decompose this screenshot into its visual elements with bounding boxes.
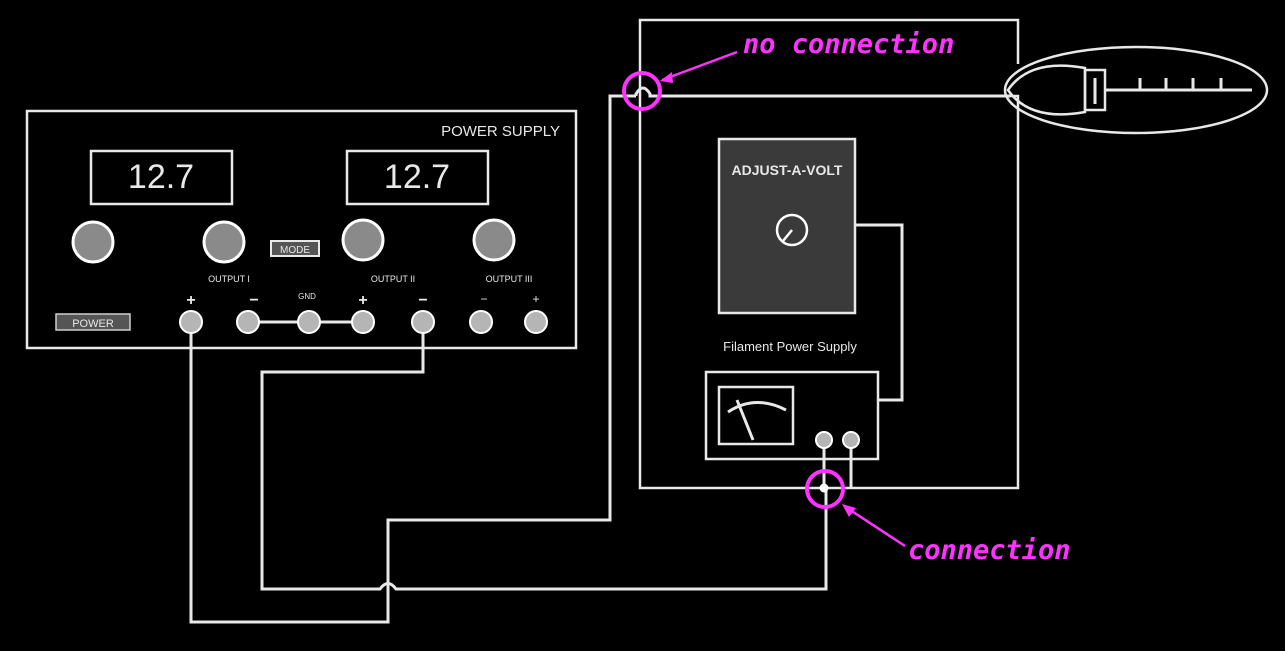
connection-arrowhead <box>842 504 856 517</box>
mode-button-label: MODE <box>280 245 310 256</box>
junction-dot <box>819 483 829 493</box>
terminal-sign-3: + <box>358 292 367 309</box>
filament-end <box>1006 64 1087 116</box>
filament-supply-label: Filament Power Supply <box>723 339 857 354</box>
annotations: no connection connection <box>622 29 1071 566</box>
terminal-sign-1: + <box>186 292 195 309</box>
meter-needle <box>735 399 755 441</box>
connection-ring <box>805 469 845 509</box>
output-1-label: OUTPUT I <box>208 274 250 284</box>
terminal-sign-2: − <box>249 292 258 309</box>
no-connection-ring <box>622 71 662 111</box>
terminal-output-3-minus[interactable] <box>469 310 493 334</box>
meter-terminal-right[interactable] <box>842 431 860 449</box>
meter-terminal-left[interactable] <box>815 431 833 449</box>
knob-output-2[interactable] <box>341 218 385 262</box>
power-supply-housing <box>25 109 578 350</box>
no-connection-arrow <box>661 50 738 82</box>
display-2-value: 12.7 <box>384 158 450 196</box>
tube-scale-ticks <box>1138 78 1223 90</box>
dial-pointer <box>782 229 793 242</box>
knob-output-3[interactable] <box>472 218 516 262</box>
gnd-label: GND <box>298 292 316 301</box>
meter-housing <box>704 370 880 461</box>
terminal-sign-5: − <box>480 292 487 306</box>
power-supply: POWER SUPPLY 12.7 12.7 MODE OUTPUT I OUT… <box>25 109 578 350</box>
mode-button[interactable] <box>270 240 320 257</box>
wire-adjust-to-meter <box>855 223 904 402</box>
terminal-output-1-minus[interactable] <box>236 310 260 334</box>
terminal-sign-4: − <box>418 292 427 309</box>
output-2-label: OUTPUT II <box>371 274 415 284</box>
knob-output-1[interactable] <box>202 220 246 264</box>
output-3-label: OUTPUT III <box>486 274 533 284</box>
power-button[interactable] <box>55 313 131 331</box>
wire-plus-terminal <box>189 94 636 624</box>
terminal-sign-6: + <box>532 292 539 306</box>
wire-no-connection-hop <box>634 86 1010 98</box>
tube-envelope <box>1003 45 1269 135</box>
terminal-output-2-minus[interactable] <box>411 310 435 334</box>
terminal-output-2-plus[interactable] <box>351 310 375 334</box>
knob-1[interactable] <box>71 220 115 264</box>
no-connection-arrowhead <box>660 72 673 83</box>
meter-face <box>717 385 795 446</box>
no-connection-label: no connection <box>743 29 954 60</box>
connection-label: connection <box>908 535 1071 566</box>
connection-arrow <box>843 504 906 548</box>
terminal-gnd[interactable] <box>297 310 321 334</box>
wire-minus-terminal <box>260 322 828 591</box>
terminal-output-3-plus[interactable] <box>524 310 548 334</box>
wires <box>189 86 1010 624</box>
display-2 <box>345 149 490 206</box>
terminal-output-1-plus[interactable] <box>179 310 203 334</box>
adjust-a-volt-title: ADJUST-A-VOLT <box>732 162 843 178</box>
meter-scale-arc <box>727 400 787 414</box>
display-1 <box>89 149 234 206</box>
power-supply-title: POWER SUPPLY <box>441 123 560 140</box>
power-button-label: POWER <box>72 318 114 330</box>
apparatus: ADJUST-A-VOLT Filament Power Supply <box>638 18 1269 493</box>
display-1-value: 12.7 <box>128 158 194 196</box>
apparatus-enclosure <box>638 18 1020 490</box>
